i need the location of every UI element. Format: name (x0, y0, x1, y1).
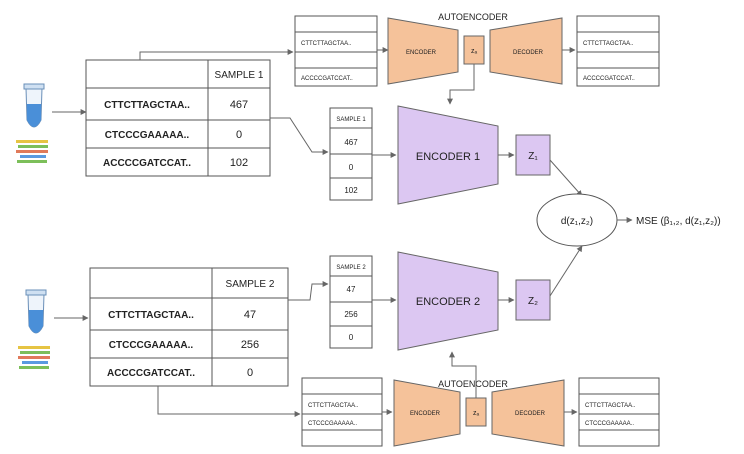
sample1-count-1: 467 (230, 99, 248, 111)
ae-top-latent-label: zₐ (471, 48, 478, 55)
autoencoder-top: AUTOENCODER CTTCTTAGCTAA.. ACCCCGATCCAT.… (294, 12, 660, 87)
enc1-in-header: SAMPLE 1 (336, 117, 366, 123)
ae-top-decoder-shape (489, 17, 563, 85)
sample2-header: SAMPLE 2 (226, 279, 275, 290)
ae-top-decoder-label: DECODER (513, 50, 544, 56)
enc1-in-value-3: 102 (344, 186, 358, 195)
sample2-seq-3: ACCCCGATCCAT.. (107, 368, 195, 379)
ae-top-in-row-1: CTTCTTAGCTAA.. (301, 41, 352, 47)
sample2-count-1: 47 (244, 309, 256, 321)
gel-bands-icon (18, 346, 50, 369)
gel-bands-icon (16, 140, 48, 163)
ae-bottom-encoder-shape (393, 379, 461, 447)
sample2-count-2: 256 (241, 339, 259, 351)
sample2-table: SAMPLE 2 CTTCTTAGCTAA.. CTCCCGAAAAA.. AC… (89, 267, 289, 387)
encoder2-shape (397, 251, 499, 351)
tube-icon-2 (18, 289, 50, 369)
sample2-count-3: 0 (247, 367, 253, 379)
sample1-table: SAMPLE 1 CTTCTTAGCTAA.. CTCCCGAAAAA.. AC… (85, 59, 271, 177)
sample2-seq-1: CTTCTTAGCTAA.. (108, 310, 194, 321)
z1-label: Z₁ (528, 151, 538, 162)
autoencoder-bottom-label: AUTOENCODER (438, 379, 508, 389)
ae-bottom-in-row-2: CTCCCGAAAAA.. (308, 421, 357, 427)
sample1-seq-1: CTTCTTAGCTAA.. (104, 100, 190, 111)
enc2-in-value-3: 0 (349, 333, 354, 342)
ae-bottom-decoder-label: DECODER (515, 411, 546, 417)
sample1-header: SAMPLE 1 (215, 70, 264, 81)
ae-bottom-in-row-1: CTTCTTAGCTAA.. (308, 403, 359, 409)
sample1-seq-2: CTCCCGAAAAA.. (105, 130, 190, 141)
enc1-in-value-2: 0 (349, 163, 354, 172)
z1-box (515, 134, 551, 176)
distance-label: d(z₁,z₂) (561, 216, 593, 227)
encoder1-shape (397, 105, 499, 205)
ae-bottom-encoder-label: ENCODER (410, 411, 441, 417)
ae-top-out-row-3: ACCCCGATCCAT.. (583, 76, 635, 82)
ae-bottom-latent-label: zₐ (473, 410, 480, 417)
mse-label: MSE (β₁,₂, d(z₁,z₂)) (636, 216, 721, 227)
ae-bottom-decoder-shape (491, 379, 565, 447)
z2-label: Z₂ (528, 296, 538, 307)
encoder2-label: ENCODER 2 (416, 296, 480, 308)
enc2-in-header: SAMPLE 2 (336, 265, 366, 271)
enc2-in-value-2: 256 (344, 310, 358, 319)
encoder2-block: SAMPLE 2 47 256 0 ENCODER 2 Z₂ (329, 251, 551, 351)
encoder1-block: SAMPLE 1 467 0 102 ENCODER 1 Z₁ (329, 105, 551, 205)
ae-top-in-row-3: ACCCCGATCCAT.. (301, 76, 353, 82)
sample1-count-2: 0 (236, 129, 242, 141)
ae-bottom-out-row-2: CTCCCGAAAAA.. (585, 421, 634, 427)
sample1-seq-3: ACCCCGATCCAT.. (103, 158, 191, 169)
ae-bottom-out-row-1: CTTCTTAGCTAA.. (585, 403, 636, 409)
autoencoder-bottom: AUTOENCODER CTTCTTAGCTAA.. CTCCCGAAAAA..… (301, 377, 660, 447)
enc1-in-value-1: 467 (344, 138, 358, 147)
ae-top-encoder-label: ENCODER (406, 50, 437, 56)
sample1-count-3: 102 (230, 157, 248, 169)
tube-icon-1 (16, 83, 48, 163)
enc2-in-value-1: 47 (347, 285, 356, 294)
sample2-seq-2: CTCCCGAAAAA.. (109, 340, 194, 351)
z2-box (515, 279, 551, 321)
autoencoder-top-label: AUTOENCODER (438, 12, 508, 22)
encoder1-label: ENCODER 1 (416, 151, 480, 163)
ae-top-out-row-1: CTTCTTAGCTAA.. (583, 41, 634, 47)
ae-top-encoder-shape (387, 17, 459, 85)
